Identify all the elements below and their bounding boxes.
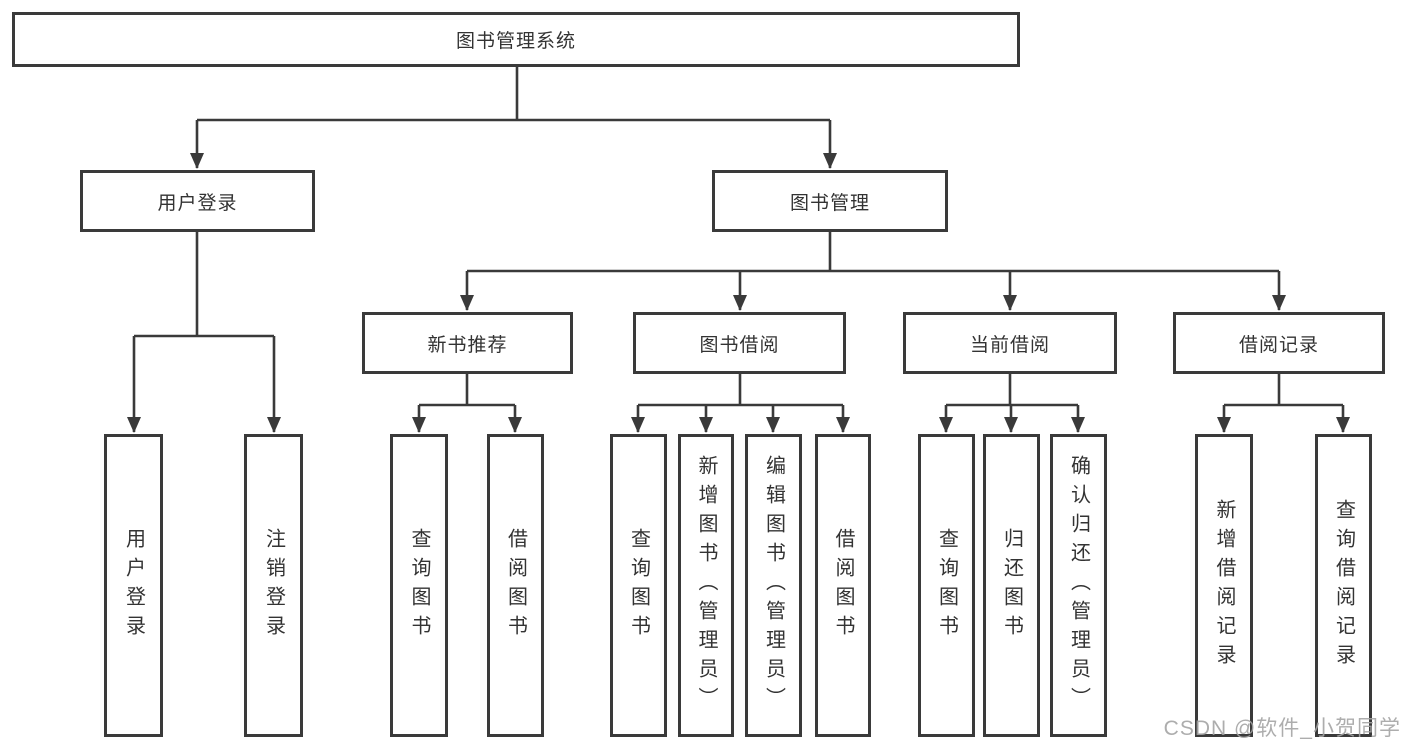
node-label: 用户登录 — [122, 527, 145, 644]
node-label: 注销登录 — [262, 527, 285, 644]
leaf-add-borrow-record: 新增借阅记录 — [1195, 434, 1253, 737]
node-label: 新增图书（管理员） — [695, 455, 717, 716]
leaf-confirm-return-admin: 确认归还（管理员） — [1050, 434, 1107, 737]
node-borrow-records: 借阅记录 — [1173, 312, 1385, 374]
leaf-add-books-admin: 新增图书（管理员） — [678, 434, 734, 737]
node-book-borrow: 图书借阅 — [633, 312, 846, 374]
node-root: 图书管理系统 — [12, 12, 1020, 67]
node-label: 图书借阅 — [699, 334, 780, 356]
node-new-book-recommend: 新书推荐 — [362, 312, 573, 374]
node-book-management: 图书管理 — [712, 170, 948, 232]
node-label: 图书管理系统 — [455, 31, 576, 52]
leaf-user-login: 用户登录 — [104, 434, 163, 737]
leaf-logout: 注销登录 — [244, 434, 303, 737]
node-label: 借阅记录 — [1238, 334, 1319, 356]
leaf-borrow-books-recommend: 借阅图书 — [487, 434, 544, 737]
leaf-query-books-current: 查询图书 — [918, 434, 975, 737]
leaf-query-borrow-record: 查询借阅记录 — [1315, 434, 1372, 737]
node-label: 查询借阅记录 — [1332, 498, 1355, 673]
watermark: CSDN @软件_小贺同学 — [1163, 717, 1401, 740]
leaf-edit-books-admin: 编辑图书（管理员） — [745, 434, 802, 737]
node-label: 归还图书 — [1000, 527, 1023, 644]
node-label: 图书管理 — [789, 192, 870, 214]
leaf-query-books-recommend: 查询图书 — [390, 434, 448, 737]
node-current-borrow: 当前借阅 — [903, 312, 1117, 374]
node-label: 用户登录 — [157, 192, 238, 214]
leaf-borrow-books: 借阅图书 — [815, 434, 871, 737]
node-label: 确认归还（管理员） — [1067, 455, 1090, 716]
leaf-query-books-borrow: 查询图书 — [610, 434, 667, 737]
leaf-return-books: 归还图书 — [983, 434, 1040, 737]
node-user-login: 用户登录 — [80, 170, 315, 232]
node-label: 查询图书 — [627, 527, 650, 644]
node-label: 查询图书 — [935, 527, 958, 644]
node-label: 当前借阅 — [969, 334, 1050, 356]
node-label: 借阅图书 — [832, 527, 854, 644]
node-label: 新书推荐 — [427, 334, 508, 356]
node-label: 编辑图书（管理员） — [762, 455, 785, 716]
node-label: 借阅图书 — [504, 527, 527, 644]
node-label: 新增借阅记录 — [1213, 498, 1235, 673]
node-label: 查询图书 — [408, 527, 430, 644]
